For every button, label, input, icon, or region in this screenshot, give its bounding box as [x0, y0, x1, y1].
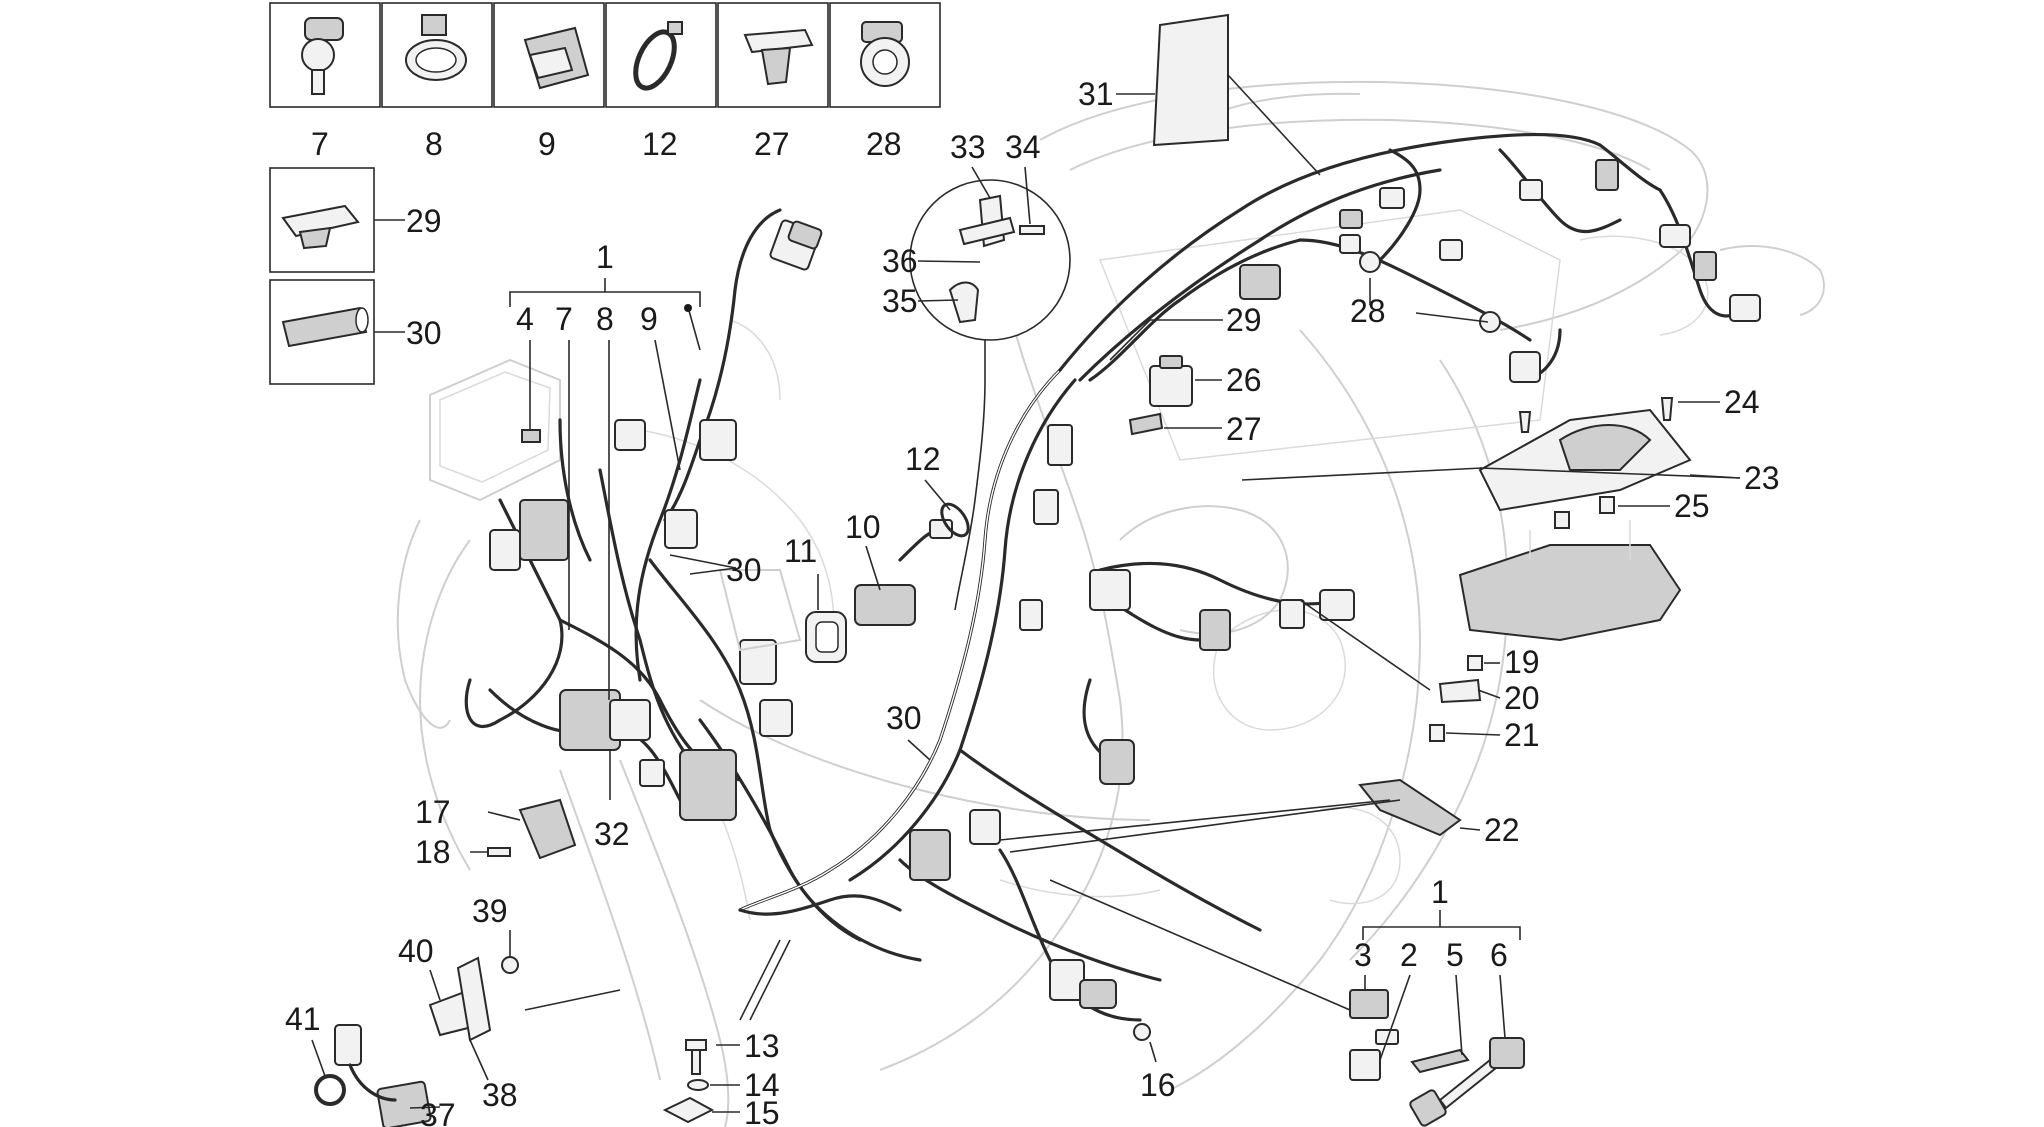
- part-box-30: [269, 279, 375, 385]
- label-27: 27: [1226, 411, 1262, 447]
- part-20-clip: [1438, 678, 1482, 704]
- label-box-8: 8: [425, 126, 443, 162]
- label-40: 40: [398, 933, 434, 969]
- label-12: 12: [905, 441, 941, 477]
- label-8: 8: [596, 301, 614, 337]
- part-18-screw: [487, 847, 511, 857]
- label-38: 38: [482, 1077, 518, 1113]
- fuse-box-inset: [429, 358, 561, 502]
- part-40-bracket: [428, 956, 492, 1042]
- instrument-cluster-mount: [1082, 505, 1355, 785]
- part-23-base: [1458, 520, 1682, 642]
- label-4: 4: [516, 301, 534, 337]
- part-28-grommet: [1359, 251, 1501, 333]
- part-24-screw: [1518, 397, 1674, 433]
- label-22: 22: [1484, 812, 1520, 848]
- label-16: 16: [1140, 1067, 1176, 1103]
- label-box-28: 28: [866, 126, 902, 162]
- part-box-leaders: [374, 219, 405, 333]
- part-22-bracket: [1358, 778, 1481, 837]
- label-box-29: 29: [406, 203, 442, 239]
- part-21-bolt: [1429, 724, 1445, 742]
- label-17: 17: [415, 794, 451, 830]
- part-box-27: [717, 2, 829, 108]
- part-41-clamp: [314, 1074, 346, 1106]
- label-39: 39: [472, 893, 508, 929]
- inset-circle-33-36: [909, 179, 1071, 611]
- part-25-bolt: [1554, 496, 1615, 529]
- label-3: 3: [1354, 937, 1372, 973]
- callout-leaders: [311, 93, 1741, 1113]
- label-33: 33: [950, 129, 986, 165]
- label-35: 35: [882, 283, 918, 319]
- label-5: 5: [1446, 937, 1464, 973]
- label-15: 15: [744, 1095, 780, 1127]
- label-box-9: 9: [538, 126, 556, 162]
- label-23: 23: [1744, 460, 1780, 496]
- left-harness-cluster: [396, 208, 922, 962]
- central-loop-harness: [738, 238, 1302, 1022]
- label-28: 28: [1350, 293, 1386, 329]
- part-16-bolt: [1133, 1023, 1151, 1041]
- label-6: 6: [1490, 937, 1508, 973]
- part-number-labels: 7 8 9 12 27 28 29 30 1 4 7 8 9 30 11 10 …: [285, 76, 1780, 1127]
- label-36: 36: [882, 243, 918, 279]
- part-23-cover: [1478, 408, 1741, 512]
- label-34: 34: [1005, 129, 1041, 165]
- part-box-28: [829, 2, 941, 108]
- label-2: 2: [1400, 937, 1418, 973]
- label-13: 13: [744, 1028, 780, 1064]
- label-18: 18: [415, 834, 451, 870]
- part-17-module: [518, 798, 577, 860]
- label-21: 21: [1504, 717, 1540, 753]
- label-box-7: 7: [311, 126, 329, 162]
- part-14-washer: [687, 1079, 709, 1091]
- part-box-12: [605, 2, 717, 108]
- label-41: 41: [285, 1001, 321, 1037]
- part-box-7: [269, 2, 381, 108]
- part-12-tie: [940, 502, 970, 538]
- part-box-8: [381, 2, 493, 108]
- leader-30-left: [669, 554, 737, 575]
- part-39-bolt: [501, 956, 519, 974]
- part-26-connector: [1149, 355, 1193, 407]
- part-27-clip: [1128, 412, 1164, 436]
- label-box-27: 27: [754, 126, 790, 162]
- label-14: 14: [744, 1067, 780, 1103]
- part-10-relay: [854, 519, 953, 626]
- label-10: 10: [845, 509, 881, 545]
- fuse-set: [1349, 989, 1525, 1127]
- part-15-ground-terminal: [662, 1096, 715, 1124]
- label-7: 7: [555, 301, 573, 337]
- part-31-sheet: [1152, 13, 1321, 176]
- label-group-1-right: 1: [1431, 874, 1449, 910]
- label-9: 9: [640, 301, 658, 337]
- upper-harness: [1058, 132, 1825, 383]
- label-25: 25: [1674, 488, 1710, 524]
- label-26: 26: [1226, 362, 1262, 398]
- label-box-12: 12: [642, 126, 678, 162]
- label-37: 37: [420, 1097, 456, 1127]
- label-19: 19: [1504, 644, 1540, 680]
- part-box-29: [269, 167, 375, 273]
- part-19-screw: [1467, 655, 1483, 671]
- label-24: 24: [1724, 384, 1760, 420]
- label-box-30: 30: [406, 315, 442, 351]
- label-group-1-left: 1: [596, 239, 614, 275]
- label-11: 11: [784, 533, 817, 569]
- label-31: 31: [1078, 76, 1114, 112]
- label-29: 29: [1226, 302, 1262, 338]
- label-32: 32: [594, 816, 630, 852]
- part-13-bolt: [685, 1039, 707, 1075]
- part-37-module: [334, 1024, 432, 1127]
- part-11-grommet: [805, 611, 847, 663]
- label-20: 20: [1504, 680, 1540, 716]
- label-30-center: 30: [886, 700, 922, 736]
- part-box-9: [493, 2, 605, 108]
- label-30-left: 30: [726, 552, 762, 588]
